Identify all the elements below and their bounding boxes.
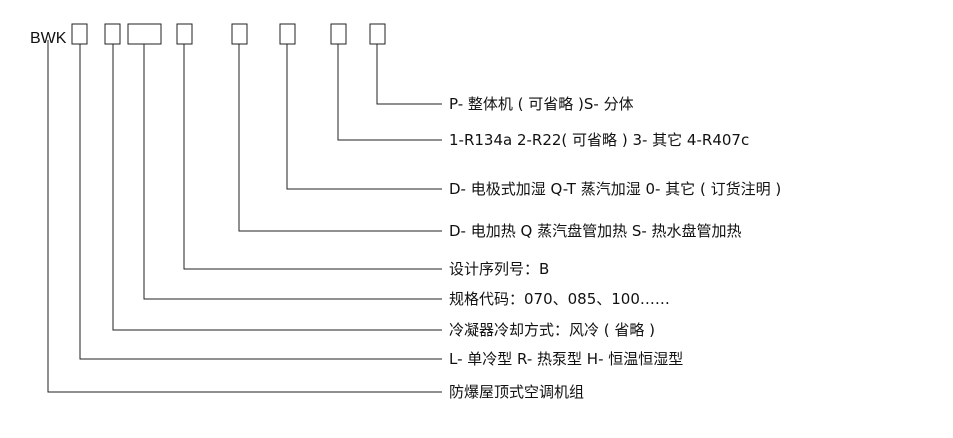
leader-line-package (376, 44, 442, 105)
leader-line-design-serial (183, 44, 442, 270)
leader-line-humidify (286, 44, 442, 190)
code-box-7 (330, 23, 347, 45)
code-boxes (71, 23, 386, 45)
label-package: P- 整体机 ( 可省略 )S- 分体 (449, 95, 634, 113)
leader-line-unit-type (79, 44, 442, 360)
leader-line-condenser-cooling (112, 44, 442, 331)
label-spec-code: 规格代码：070、085、100…… (449, 290, 670, 308)
label-unit-type: L- 单冷型 R- 热泵型 H- 恒温恒湿型 (449, 350, 683, 368)
leader-line-product-name (47, 40, 442, 393)
label-heating: D- 电加热 Q 蒸汽盘管加热 S- 热水盘管加热 (449, 222, 742, 240)
description-labels: P- 整体机 ( 可省略 )S- 分体 1-R134a 2-R22( 可省略 ) … (449, 95, 781, 401)
label-refrigerant: 1-R134a 2-R22( 可省略 ) 3- 其它 4-R407c (449, 131, 749, 149)
code-box-6 (279, 23, 296, 45)
code-prefix: BWK (30, 30, 67, 47)
code-box-2 (104, 23, 121, 45)
code-box-8 (369, 23, 386, 45)
leader-line-heating (238, 44, 442, 232)
label-humidify: D- 电极式加湿 Q-T 蒸汽加湿 0- 其它 ( 订货注明 ) (449, 180, 781, 198)
leader-lines (47, 40, 442, 393)
code-box-3 (127, 23, 162, 45)
code-box-5 (231, 23, 248, 45)
leader-line-refrigerant (337, 44, 442, 141)
code-box-1 (71, 23, 88, 45)
label-design-serial: 设计序列号：B (449, 260, 549, 278)
label-condenser-cooling: 冷凝器冷却方式：风冷 ( 省略 ) (449, 321, 655, 339)
label-product-name: 防爆屋顶式空调机组 (449, 383, 584, 401)
code-box-4 (176, 23, 193, 45)
leader-line-spec-code (143, 44, 442, 300)
